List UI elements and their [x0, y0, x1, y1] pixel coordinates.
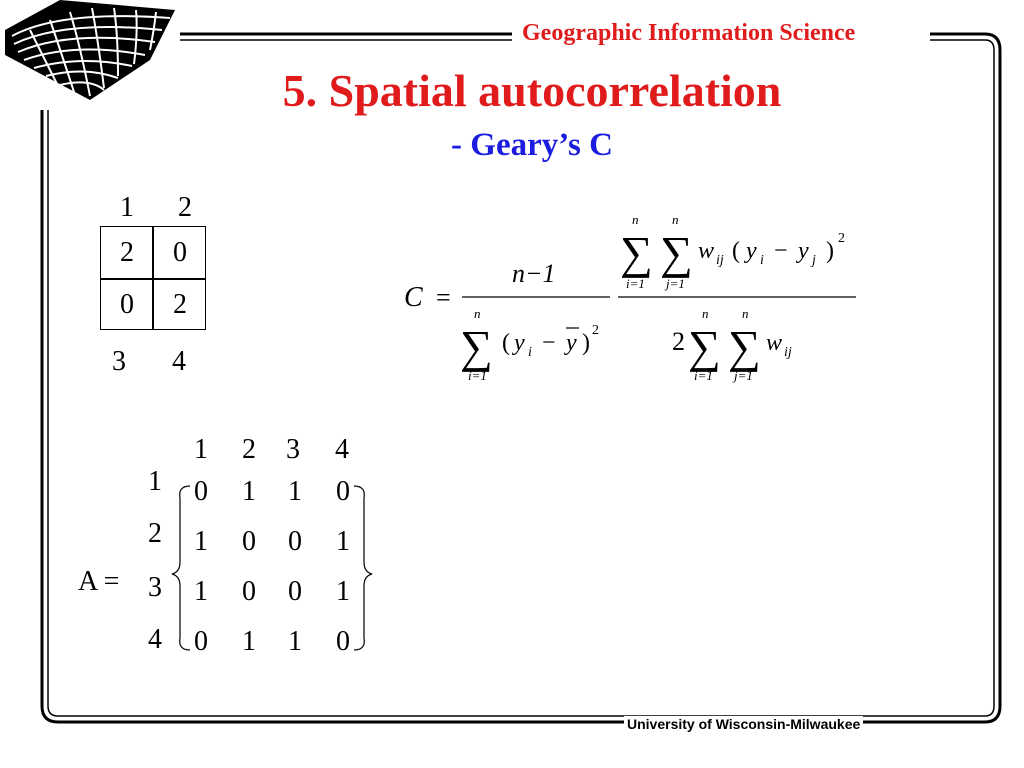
sum-upper-n: n	[702, 306, 709, 321]
exponent-2: 2	[838, 231, 845, 246]
footer-university: University of Wisconsin-Milwaukee	[624, 716, 864, 732]
grid-cell: 2	[120, 237, 134, 268]
matrix-cell: 1	[288, 626, 302, 657]
sum-lower-i: i=1	[468, 368, 487, 383]
matrix-cell: 0	[288, 576, 302, 607]
matrix-cell: 0	[336, 626, 350, 657]
minus-sign: −	[542, 330, 556, 356]
sum-upper-n: n	[632, 212, 639, 227]
subscript-ij: ij	[716, 253, 724, 268]
subscript-i: i	[528, 345, 532, 360]
matrix-label: A =	[78, 566, 120, 597]
sigma-icon: ∑	[460, 321, 493, 372]
matrix-row-label: 4	[148, 624, 162, 655]
exponent-2: 2	[592, 323, 599, 338]
paren-close: )	[826, 238, 834, 264]
coefficient-2: 2	[672, 327, 685, 356]
numerator-n-minus-1: n−1	[512, 259, 556, 288]
grid-cell: 2	[173, 289, 187, 320]
matrix-cell: 0	[194, 476, 208, 507]
matrix-row-label: 2	[148, 518, 162, 549]
sigma-icon: ∑	[688, 321, 721, 372]
matrix-cell: 1	[336, 576, 350, 607]
formula-equals: =	[436, 283, 451, 312]
y-bar-term: y	[564, 330, 577, 356]
grid-bottom-label-4: 4	[172, 346, 186, 377]
matrix-cell: 0	[194, 626, 208, 657]
matrix-cell: 1	[194, 576, 208, 607]
subscript-ij: ij	[784, 345, 792, 360]
formula-lhs: C	[404, 282, 423, 313]
paren-close: )	[582, 330, 590, 356]
matrix-cell: 0	[288, 526, 302, 557]
matrix-cell: 0	[242, 526, 256, 557]
sum-upper-n: n	[742, 306, 749, 321]
grid-cell: 0	[173, 237, 187, 268]
y-i-term: y	[512, 330, 525, 356]
spatial-grid: 2 0 0 2	[100, 226, 206, 330]
paren-open: (	[732, 238, 740, 264]
mesh-surface-logo	[5, 0, 175, 100]
matrix-cell: 1	[242, 626, 256, 657]
y-j-term: y	[796, 238, 809, 264]
subscript-i: i	[760, 253, 764, 268]
slide-title: 5. Spatial autocorrelation	[282, 65, 782, 116]
matrix-row-label: 3	[148, 572, 162, 603]
matrix-braces	[171, 485, 373, 651]
geary-c-formula: C = n−1 n ∑ i=1 ( y i − y ) 2 n ∑ i=1 n …	[404, 212, 856, 383]
matrix-col-label: 2	[242, 434, 256, 465]
grid-top-label-1: 1	[120, 192, 134, 223]
slide-subtitle: - Geary’s C	[451, 127, 613, 163]
matrix-cell: 0	[336, 476, 350, 507]
sigma-icon: ∑	[660, 227, 693, 278]
matrix-cell: 1	[194, 526, 208, 557]
header-title: Geographic Information Science	[522, 20, 856, 46]
w-term: w	[766, 330, 782, 356]
minus-sign: −	[774, 238, 788, 264]
grid-bottom-label-3: 3	[112, 346, 126, 377]
sum-upper-n: n	[672, 212, 679, 227]
left-brace-icon	[171, 485, 191, 651]
sum-lower-i: i=1	[694, 368, 713, 383]
sigma-icon: ∑	[728, 321, 761, 372]
sum-lower-j: j=1	[664, 276, 685, 291]
sum-lower-j: j=1	[732, 368, 753, 383]
matrix-col-label: 4	[335, 434, 349, 465]
sum-lower-i: i=1	[626, 276, 645, 291]
matrix-col-label: 1	[194, 434, 208, 465]
grid-top-label-2: 2	[178, 192, 192, 223]
matrix-cell: 0	[242, 576, 256, 607]
matrix-col-label: 3	[286, 434, 300, 465]
y-i-term: y	[744, 238, 757, 264]
sigma-icon: ∑	[620, 227, 653, 278]
grid-cell: 0	[120, 289, 134, 320]
matrix-cell: 1	[288, 476, 302, 507]
matrix-cell: 1	[336, 526, 350, 557]
paren-expr: (	[502, 330, 510, 356]
right-brace-icon	[353, 485, 373, 651]
matrix-row-label: 1	[148, 466, 162, 497]
subscript-j: j	[810, 253, 816, 268]
matrix-cell: 1	[242, 476, 256, 507]
sum-upper-n: n	[474, 306, 481, 321]
w-term: w	[698, 238, 714, 264]
